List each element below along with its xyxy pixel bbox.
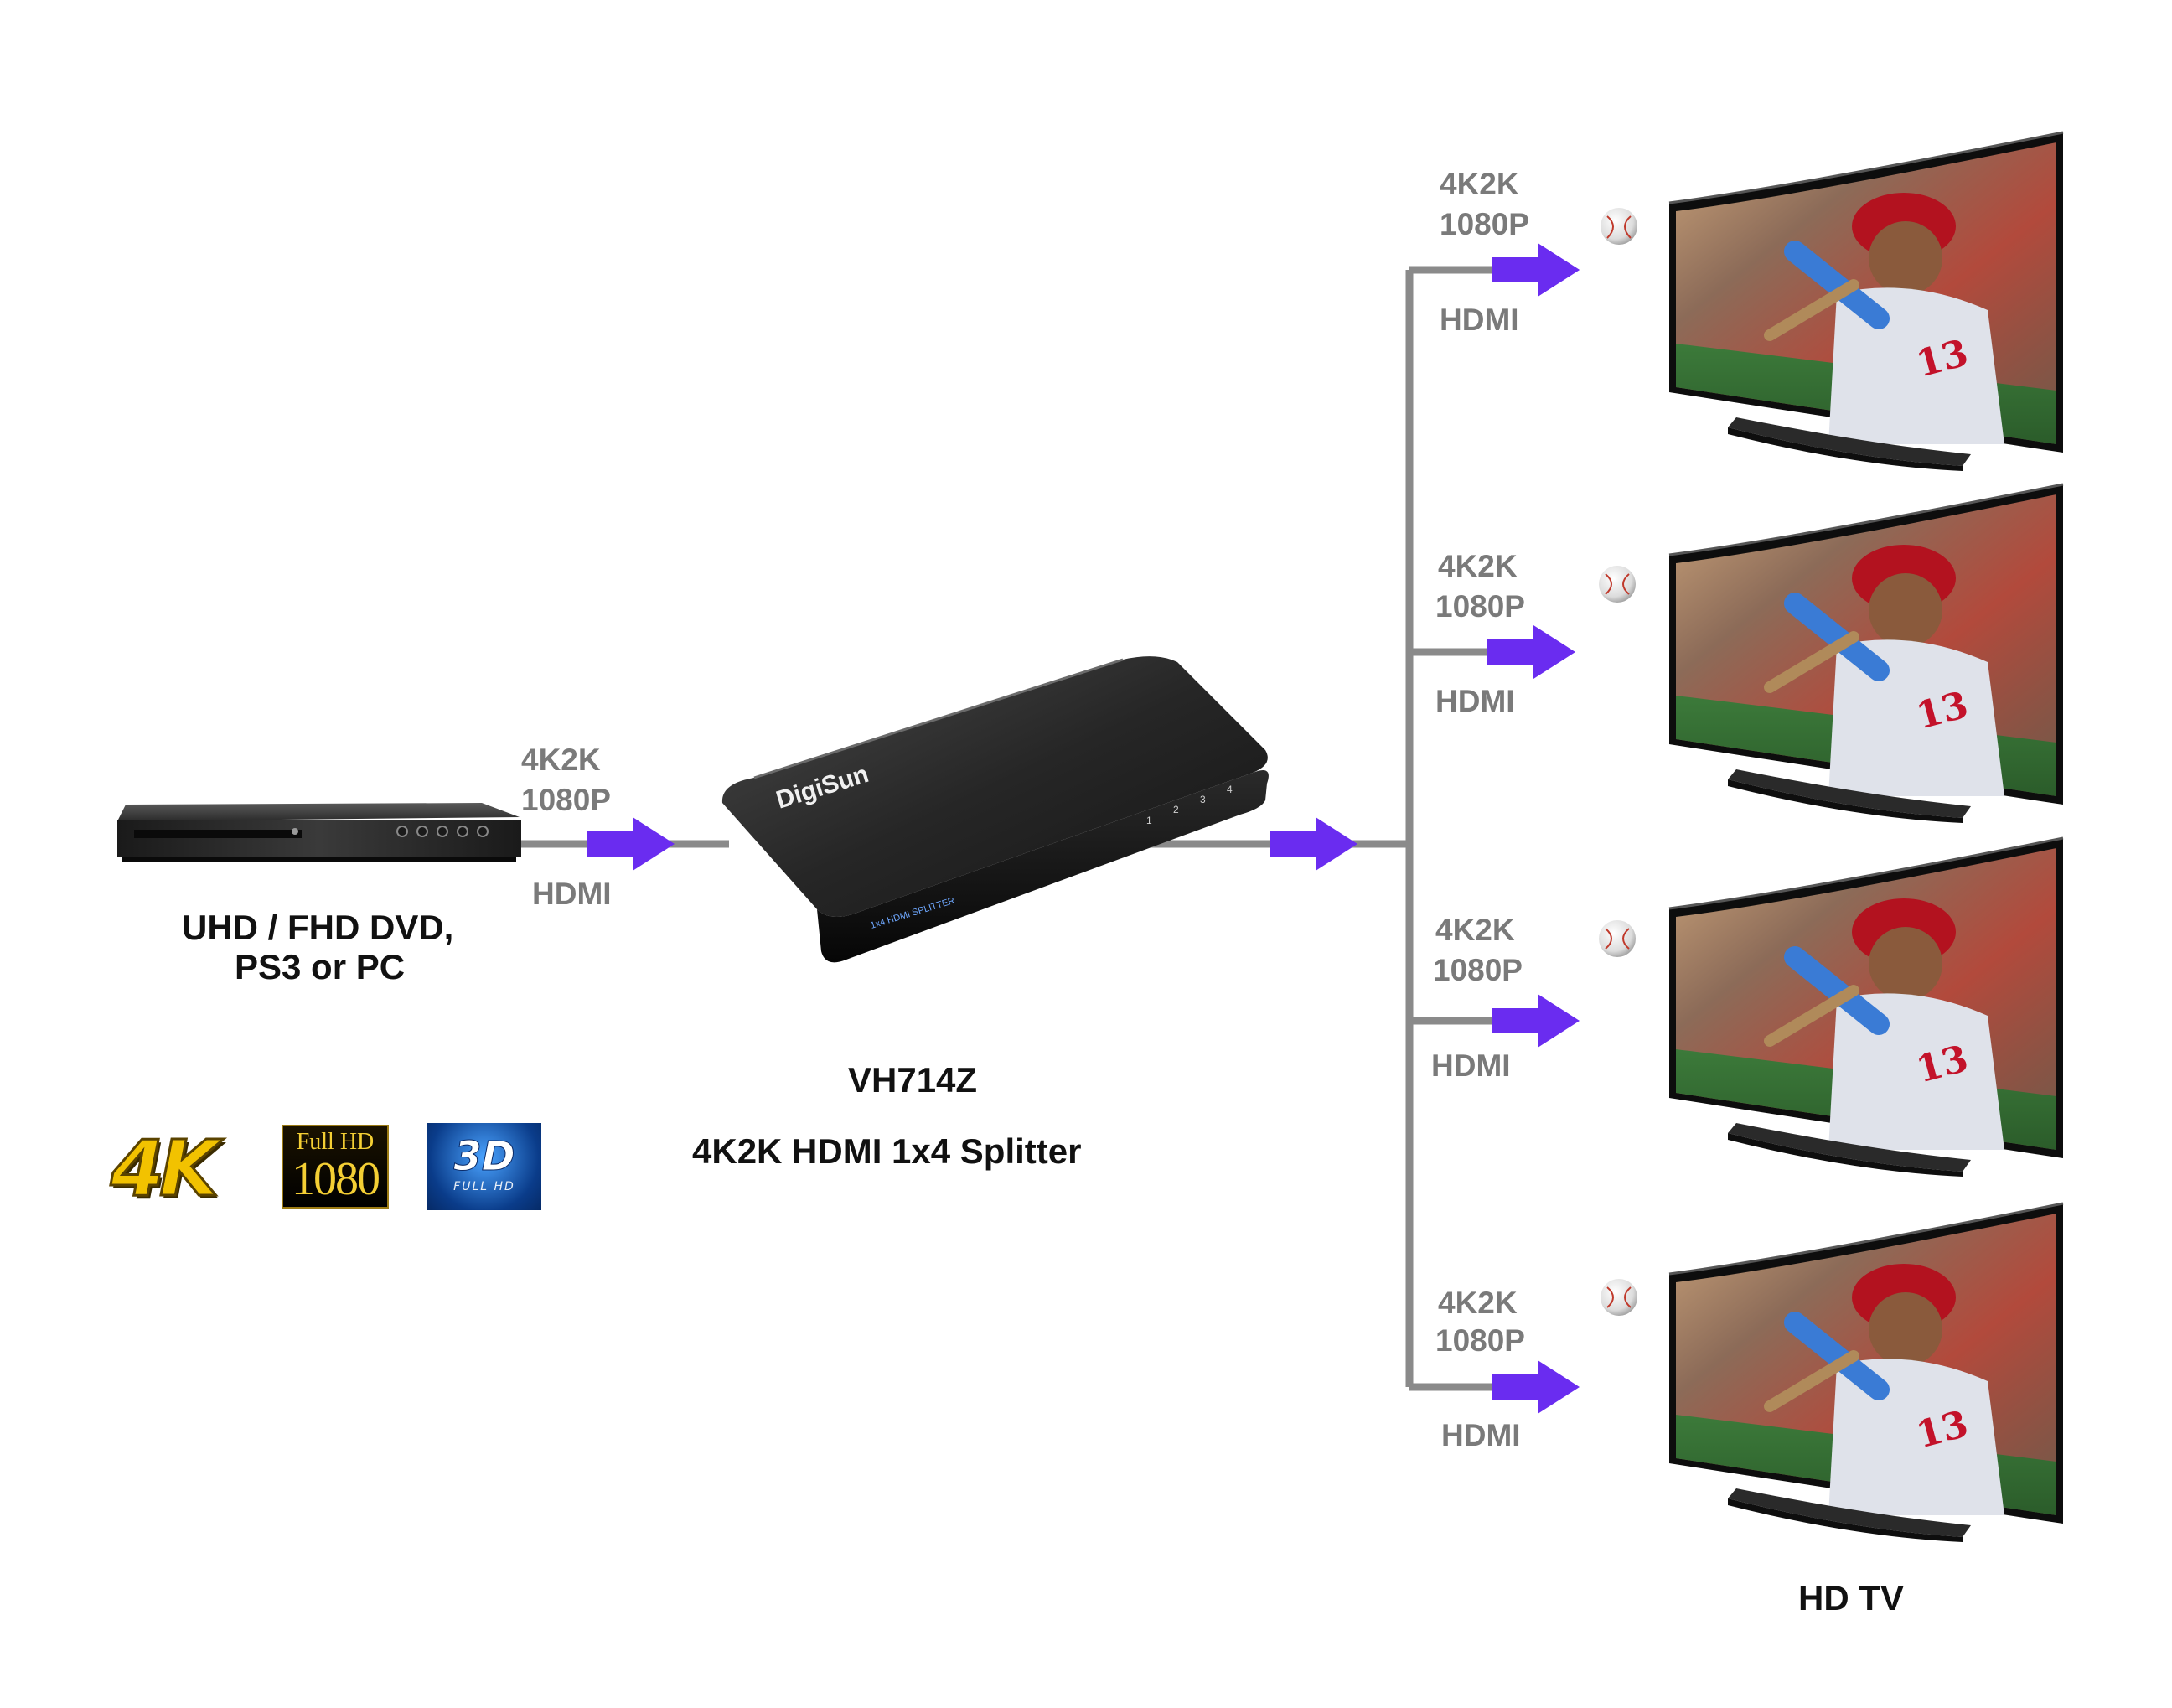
splitter-port-1: 1 <box>1146 815 1152 826</box>
output-4-cable-label: HDMI <box>1441 1418 1521 1452</box>
source-caption-line1: UHD / FHD DVD, <box>182 908 454 947</box>
dvd-player-icon <box>117 803 521 862</box>
4k-logo-badge: 4K <box>110 1124 220 1214</box>
output-3-resolution-4k2k: 4K2K <box>1435 913 1515 947</box>
source-caption-line2: PS3 or PC <box>235 947 406 986</box>
tv-caption: HD TV <box>1798 1578 1904 1617</box>
arrows <box>587 243 1580 1414</box>
input-arrow-icon <box>587 817 675 871</box>
output-2-resolution-1080p: 1080P <box>1435 589 1525 624</box>
input-resolution-4k2k: 4K2K <box>521 743 601 777</box>
baseball-1-icon <box>1601 208 1637 245</box>
output-1-resolution-1080p: 1080P <box>1440 207 1529 241</box>
baseball-4-icon <box>1601 1279 1637 1316</box>
full-hd-1080-badge: Full HD 1080 <box>282 1125 389 1209</box>
splitter-port-2: 2 <box>1173 804 1179 815</box>
input-cable-label: HDMI <box>532 877 612 911</box>
hd-tv-1-icon <box>1669 132 2063 471</box>
output-4-resolution-4k2k: 4K2K <box>1438 1286 1518 1320</box>
hd-tv-3-icon <box>1669 838 2063 1177</box>
3d-full-hd-badge: 3D FULL HD <box>427 1123 541 1210</box>
output-arrow-1b-icon <box>1492 243 1580 297</box>
3d-badge-bottom: FULL HD <box>453 1180 515 1193</box>
full-hd-badge-top: Full HD <box>296 1129 375 1155</box>
splitter-port-3: 3 <box>1200 794 1206 805</box>
hdmi-splitter-device: DigiSun 1x4 HDMI SPLITTER 1 2 3 4 <box>721 656 1269 963</box>
output-1-resolution-4k2k: 4K2K <box>1440 167 1519 201</box>
output-arrow-2-icon <box>1487 625 1575 679</box>
baseball-3-icon <box>1599 920 1636 957</box>
3d-badge-top: 3D <box>453 1133 515 1181</box>
full-hd-badge-bottom: 1080 <box>292 1153 380 1205</box>
splitter-model: VH714Z <box>848 1060 978 1100</box>
output-arrow-4-icon <box>1492 1360 1580 1414</box>
output-arrow-3-icon <box>1492 994 1580 1048</box>
input-resolution-1080p: 1080P <box>521 783 611 817</box>
hd-tv-2-icon <box>1669 484 2063 823</box>
baseball-2-icon <box>1599 566 1636 603</box>
baseballs <box>1599 208 1637 1316</box>
output-3-cable-label: HDMI <box>1431 1048 1511 1083</box>
output-2-cable-label: HDMI <box>1435 684 1515 718</box>
output-1-cable-label: HDMI <box>1440 303 1519 337</box>
output-3-resolution-1080p: 1080P <box>1433 953 1523 987</box>
splitter-port-4: 4 <box>1227 784 1233 795</box>
output-2-resolution-4k2k: 4K2K <box>1438 549 1518 583</box>
splitter-out-arrow-icon <box>1270 817 1358 871</box>
output-4-resolution-1080p: 1080P <box>1435 1323 1525 1358</box>
hd-tv-4-icon <box>1669 1203 2063 1542</box>
splitter-title: 4K2K HDMI 1x4 Splitter <box>692 1131 1082 1171</box>
